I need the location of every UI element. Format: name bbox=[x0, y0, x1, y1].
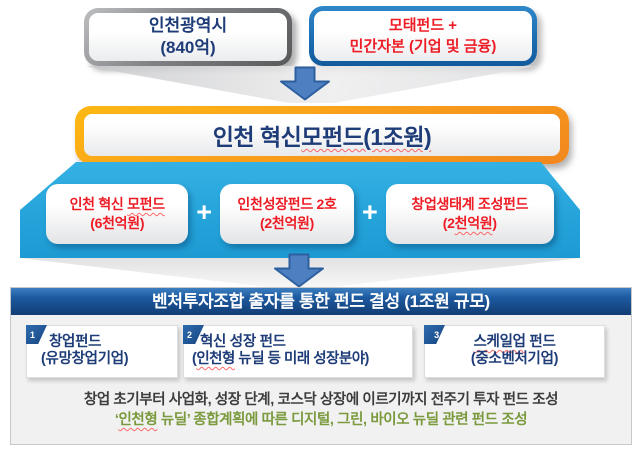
fund-card-innovation-line2-wavy: 인천형 bbox=[196, 351, 235, 367]
mother-fund-title: 인천 혁신 모펀드(1조원) bbox=[84, 114, 560, 156]
band-fund-3-line1: 창업생태계 조성펀드 bbox=[411, 196, 529, 213]
fund-formation-panel: 벤처투자조합 출자를 통한 펀드 결성 (1조원 규모) 1 창업펀드 (유망창… bbox=[10, 287, 632, 445]
incheon-city-box: 인천광역시 (840억) bbox=[84, 8, 292, 66]
sub-funds-row: 인천 혁신 모펀드 (6천억원) + 인천성장펀드 2호 (2천억원) + 창업… bbox=[20, 162, 580, 258]
band-fund-box-1: 인천 혁신 모펀드 (6천억원) bbox=[46, 184, 189, 244]
fund-card-innovation-line1: 혁신 성장 펀드 bbox=[200, 334, 286, 350]
fund-card-scaleup-line1-post: 펀드 bbox=[525, 334, 556, 350]
incheon-city-box-inner: 인천광역시 (840억) bbox=[89, 13, 287, 61]
fund-card-innovation-line2-post: 뉴딜 등 미래 성장분야) bbox=[234, 351, 369, 367]
down-arrow-icon bbox=[274, 253, 324, 288]
private-capital-line2: 민간자본 (기업 및 금융) bbox=[349, 38, 497, 55]
fund-card-innovation-growth: 2 혁신 성장 펀드 (인천형 뉴딜 등 미래 성장분야) bbox=[183, 325, 413, 378]
band-fund-1-line1-pre: 인천 혁신 bbox=[69, 196, 128, 213]
note-line-2-wavy: 인천형 bbox=[118, 412, 158, 428]
band-fund-box-3: 창업생태계 조성펀드 (2천억원) bbox=[385, 184, 554, 244]
band-fund-3-line2-pre: (2 bbox=[442, 215, 455, 231]
band-fund-3-line2-wavy: 천억원 bbox=[454, 215, 493, 231]
panel-header: 벤처투자조합 출자를 통한 펀드 결성 (1조원 규모) bbox=[11, 288, 631, 315]
fund-card-innovation-line2: (인천형 뉴딜 등 미래 성장분야) bbox=[184, 351, 412, 368]
band-fund-1-line1-wavy: 모펀드 bbox=[127, 196, 165, 213]
plus-sign: + bbox=[196, 196, 212, 227]
band-fund-1-line2: (6천억원) bbox=[90, 215, 145, 231]
fund-card-innovation-line2-pre: ( bbox=[192, 351, 197, 367]
incheon-city-line2: (840억) bbox=[160, 38, 216, 57]
mother-fund-box: 인천 혁신 모펀드(1조원) bbox=[75, 106, 569, 164]
band-fund-3-line2: (2천억원) bbox=[392, 214, 548, 233]
mother-fund-title-wavy: 모펀드(1조원) bbox=[301, 124, 432, 150]
band-fund-3-line2-post: ) bbox=[492, 215, 497, 231]
fund-card-startup: 1 창업펀드 (유망창업기업) bbox=[26, 325, 178, 378]
plus-sign: + bbox=[362, 196, 378, 227]
fund-card-scaleup: 3 스케일업 펀드 (중소벤처기업) bbox=[424, 325, 605, 378]
fund-card-scaleup-line1-wavy: 스케일업 bbox=[473, 334, 526, 350]
private-capital-line1: 모태펀드 + bbox=[388, 17, 458, 34]
private-capital-box-inner: 모태펀드 + 민간자본 (기업 및 금융) bbox=[314, 11, 532, 61]
fund-card-scaleup-line2: (중소벤처기업) bbox=[470, 351, 559, 367]
note-line-1: 창업 초기부터 사업화, 성장 단계, 코스닥 상장에 이르기까지 전주기 투자… bbox=[83, 392, 559, 408]
note-line-2-pre: ‘ bbox=[114, 412, 119, 428]
band-fund-1-line1: 인천 혁신 모펀드 bbox=[52, 195, 182, 214]
incheon-city-line1: 인천광역시 bbox=[148, 15, 228, 35]
note-line-2: ‘인천형 뉴딜’ 종합계획에 따른 디지털, 그린, 바이오 뉴딜 관련 펀드 … bbox=[11, 408, 631, 429]
sub-funds-band: 인천 혁신 모펀드 (6천억원) + 인천성장펀드 2호 (2천억원) + 창업… bbox=[20, 162, 580, 258]
mother-fund-title-pre: 인천 혁신 bbox=[212, 124, 302, 150]
fund-card-startup-line1: 창업펀드 bbox=[49, 334, 102, 350]
fund-card-startup-line2: (유망창업기업) bbox=[41, 351, 129, 367]
private-capital-box: 모태펀드 + 민간자본 (기업 및 금융) bbox=[309, 6, 537, 66]
band-fund-box-2: 인천성장펀드 2호 (2천억원) bbox=[220, 184, 354, 244]
band-fund-2-line1: 인천성장펀드 2호 bbox=[237, 196, 337, 213]
note-line-2-post: 뉴딜’ 종합계획에 따른 디지털, 그린, 바이오 뉴딜 관련 펀드 조성 bbox=[157, 412, 528, 428]
down-arrow-icon bbox=[280, 66, 330, 101]
fund-card-scaleup-line1: 스케일업 펀드 bbox=[425, 334, 604, 351]
band-fund-2-line2: (2천억원) bbox=[260, 215, 314, 231]
